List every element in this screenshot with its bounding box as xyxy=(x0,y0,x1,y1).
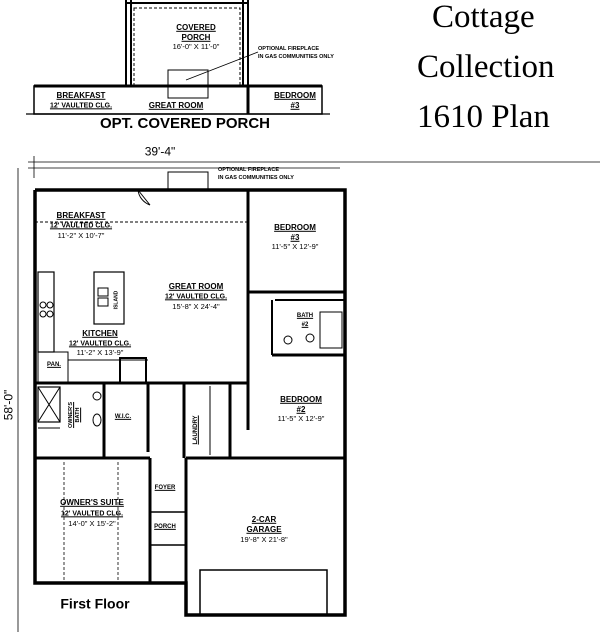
bedroom3-label: BEDROOM xyxy=(274,222,316,232)
fireplace-note-1: OPTIONAL FIREPLACE xyxy=(218,167,280,173)
opt-fireplace-note-1: OPTIONAL FIREPLACE xyxy=(258,46,320,52)
island-label: ISLAND xyxy=(113,290,120,310)
owners-suite-ceiling: 12' VAULTED CLG. xyxy=(60,510,124,518)
laundry-label: LAUNDRY xyxy=(192,415,199,445)
opt-breakfast-label: BREAKFAST xyxy=(56,90,106,100)
bath2-label: BATH xyxy=(296,312,314,319)
bedroom3-number: #3 xyxy=(290,232,300,242)
opt-covered-porch-heading: OPT. COVERED PORCH xyxy=(99,115,271,133)
opt-fireplace-note-2: IN GAS COMMUNITIES ONLY xyxy=(258,54,334,60)
bedroom2-size: 11'-5" X 12'-9" xyxy=(277,414,325,424)
owners-bath-label-1: OWNER'S xyxy=(68,401,75,429)
width-dimension: 39'-4" xyxy=(144,144,176,159)
great-room-size: 15'-8" X 24'-4" xyxy=(172,302,220,312)
covered-porch-label-1: COVERED xyxy=(176,22,216,32)
covered-porch-outline xyxy=(125,0,249,86)
opt-bedroom-number: #3 xyxy=(290,100,300,110)
bedroom3-size: 11'-5" X 12'-9" xyxy=(271,242,319,252)
covered-porch-label-2: PORCH xyxy=(181,32,211,42)
wic-label: W.I.C. xyxy=(114,413,132,420)
owners-suite-label: OWNER'S SUITE xyxy=(60,497,124,507)
bath2-number: #2 xyxy=(301,321,309,328)
floor-label: First Floor xyxy=(60,595,130,612)
pantry-label: PAN. xyxy=(47,361,61,368)
foyer-label: FOYER xyxy=(154,484,176,491)
covered-porch-size: 16'-0" X 11'-0" xyxy=(172,42,220,52)
great-room-ceiling: 12' VAULTED CLG. xyxy=(164,293,228,301)
title-line-3: 1610 Plan xyxy=(417,99,550,135)
fireplace-note-2: IN GAS COMMUNITIES ONLY xyxy=(218,175,294,181)
breakfast-label: BREAKFAST xyxy=(56,210,106,220)
kitchen-size: 11'-2" X 13'-9" xyxy=(76,348,124,358)
owners-suite-size: 14'-0" X 15'-2" xyxy=(68,519,116,529)
garage-size: 19'-8" X 21'-8" xyxy=(240,535,288,545)
title-line-2: Collection xyxy=(417,49,555,85)
kitchen-ceiling: 12' VAULTED CLG. xyxy=(68,340,132,348)
great-room-label: GREAT ROOM xyxy=(168,281,224,291)
depth-dimension: 58'-0" xyxy=(1,389,16,421)
title-line-1: Cottage xyxy=(432,0,535,35)
porch-label: PORCH xyxy=(154,523,176,530)
bedroom2-number: #2 xyxy=(296,404,306,414)
owners-bath-label-2: BATH xyxy=(75,407,82,423)
opt-bedroom-label: BEDROOM xyxy=(274,90,316,100)
bedroom2-label: BEDROOM xyxy=(280,394,322,404)
garage-label-1: 2-CAR xyxy=(251,514,277,524)
garage-label-2: GARAGE xyxy=(246,524,282,534)
opt-great-room-label: GREAT ROOM xyxy=(148,100,204,110)
opt-breakfast-ceiling: 12' VAULTED CLG. xyxy=(49,102,113,110)
breakfast-ceiling: 12' VAULTED CLG. xyxy=(49,222,113,230)
breakfast-size: 11'-2" X 10'-7" xyxy=(57,231,105,241)
kitchen-label: KITCHEN xyxy=(82,328,118,338)
